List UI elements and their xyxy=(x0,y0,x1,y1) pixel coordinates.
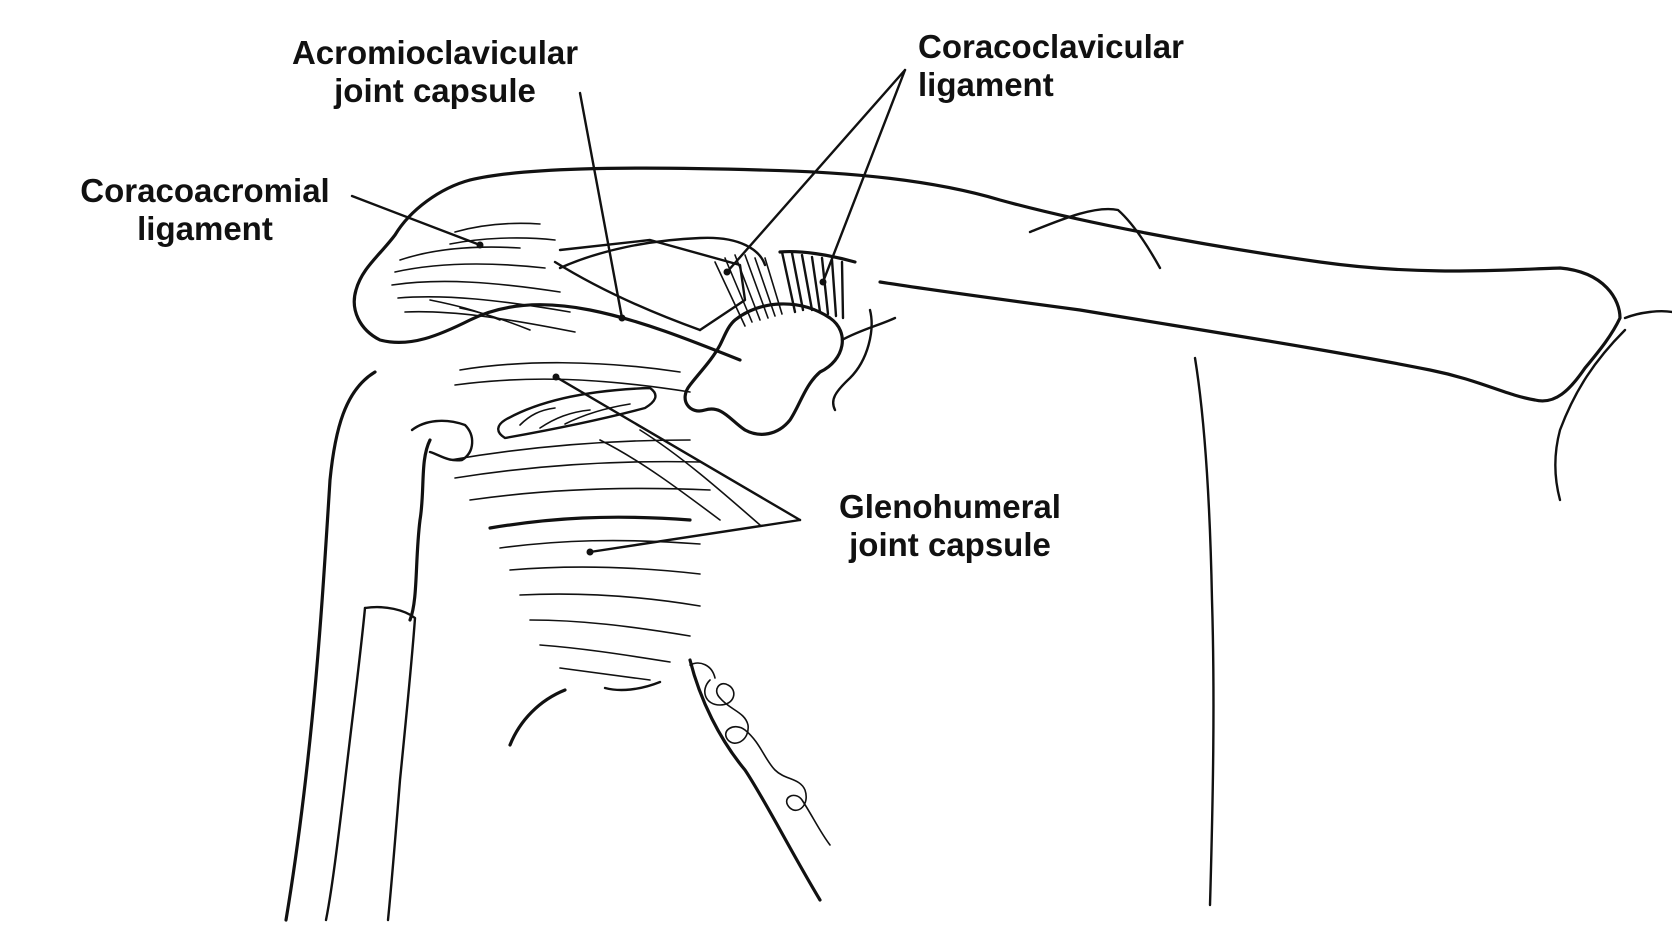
clavicle xyxy=(468,166,1622,403)
label-acromioclavicular-line1: Acromioclavicular xyxy=(291,34,579,71)
humerus xyxy=(284,370,474,922)
label-coracoacromial-ligament: Coracoacromial ligament xyxy=(60,172,350,248)
leader-glenohumeral-2 xyxy=(588,518,802,554)
label-glenohumeral-line1: Glenohumeral xyxy=(839,488,1061,525)
label-coracoclavicular-line1: Coracoclavicular xyxy=(918,28,1184,65)
suture-loops xyxy=(689,662,831,846)
scapula xyxy=(508,658,822,902)
label-glenohumeral-joint-capsule: Glenohumeral joint capsule xyxy=(815,488,1085,564)
label-acromioclavicular-line2: joint capsule xyxy=(334,72,536,109)
acromion xyxy=(352,178,747,362)
label-acromioclavicular-joint-capsule: Acromioclavicular joint capsule xyxy=(270,34,600,110)
label-glenohumeral-line2: joint capsule xyxy=(849,526,1051,563)
leader-coracoclavicular-1 xyxy=(725,68,907,274)
leader-acromioclavicular xyxy=(578,91,624,320)
glenohumeral-capsule-fibres xyxy=(449,361,761,681)
leader-glenohumeral-1 xyxy=(554,375,802,522)
label-coracoacromial-line2: ligament xyxy=(137,210,273,247)
label-coracoclavicular-ligament: Coracoclavicular ligament xyxy=(918,28,1248,104)
leader-coracoclavicular-2 xyxy=(821,68,907,284)
leader-coracoacromial xyxy=(350,194,482,247)
coracoid-process xyxy=(683,302,897,436)
coracoacromial-ligament-fibres xyxy=(391,222,576,333)
label-coracoclavicular-line2: ligament xyxy=(918,66,1054,103)
label-coracoacromial-line1: Coracoacromial xyxy=(80,172,330,209)
back-outline xyxy=(1028,207,1672,907)
coracoclavicular-ligament-fibres xyxy=(714,249,857,327)
leader-lines xyxy=(350,68,907,556)
